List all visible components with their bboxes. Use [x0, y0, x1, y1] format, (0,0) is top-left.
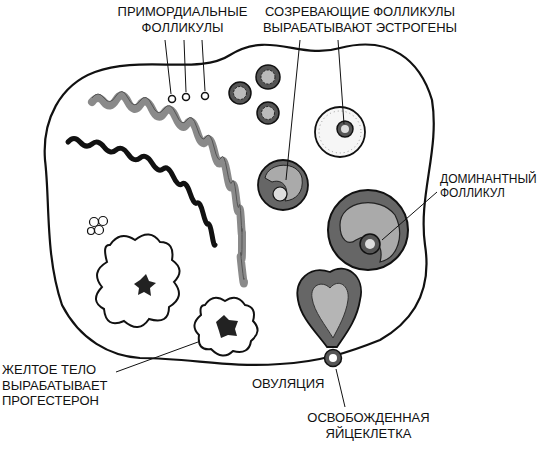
follicle-core [234, 87, 247, 100]
dominant-follicle [328, 190, 408, 270]
cluster-cell [88, 228, 95, 235]
leader-lines [116, 40, 437, 407]
callout-label: ПРИМОРДИАЛЬНЫЕ ФОЛЛИКУЛЫ [100, 4, 265, 35]
corpus-luteum-small [194, 298, 257, 356]
cluster-cell [95, 226, 104, 235]
leader-line [184, 40, 186, 92]
primordial-follicles [169, 93, 209, 103]
follicle-pale-inner [319, 111, 361, 153]
follicle-pale [315, 107, 365, 157]
cluster-cell [99, 217, 108, 226]
follicle-core [262, 107, 275, 120]
ovulation-site [297, 269, 361, 347]
oocyte-core [365, 239, 375, 249]
leader-line [338, 40, 344, 124]
leader-line [382, 192, 437, 240]
callout-label: СОЗРЕВАЮЩИЕ ФОЛЛИКУЛЫ ВЫРАБАТЫВАЮТ ЭСТРО… [255, 4, 465, 35]
ovary-outline [45, 45, 434, 365]
vessel-black [68, 139, 215, 246]
oocyte [273, 187, 287, 201]
primordial-follicle [169, 96, 176, 103]
follicle-ring [229, 82, 251, 104]
follicle-core [261, 70, 275, 84]
callout-label: ДОМИНАНТНЫЙ ФОЛЛИКУЛ [440, 172, 538, 201]
corpus-luteum-center [134, 274, 156, 296]
primordial-follicle [183, 94, 190, 101]
callout-label: ЖЕЛТОЕ ТЕЛО ВЫРАБАТЫВАЕТ ПРОГЕСТЕРОН [2, 362, 116, 409]
maturing-follicles [229, 65, 408, 270]
released-egg [325, 350, 342, 367]
follicle-ring [256, 65, 280, 89]
cell-cluster [88, 217, 108, 235]
leader-line [116, 342, 198, 372]
oocyte-core [341, 125, 349, 133]
antrum [265, 165, 302, 201]
oocyte [360, 234, 380, 254]
leader-line [336, 369, 345, 407]
corpus-luteum [96, 234, 180, 327]
corpus-luteum-center [216, 315, 238, 338]
leader-line [286, 40, 300, 180]
oocyte [337, 121, 353, 137]
leader-line [202, 40, 205, 91]
leader-line [165, 40, 171, 94]
cluster-cell [90, 218, 99, 227]
primordial-follicle [202, 93, 209, 100]
ovulation-inner [312, 283, 348, 338]
callout-label: ОСВОБОЖДЕННАЯ ЯЙЦЕКЛЕТКА [296, 410, 441, 441]
follicle-antral [258, 160, 308, 210]
callout-label: ОВУЛЯЦИЯ [252, 376, 332, 392]
follicle-ring [257, 102, 279, 124]
released-egg-core [329, 354, 337, 362]
